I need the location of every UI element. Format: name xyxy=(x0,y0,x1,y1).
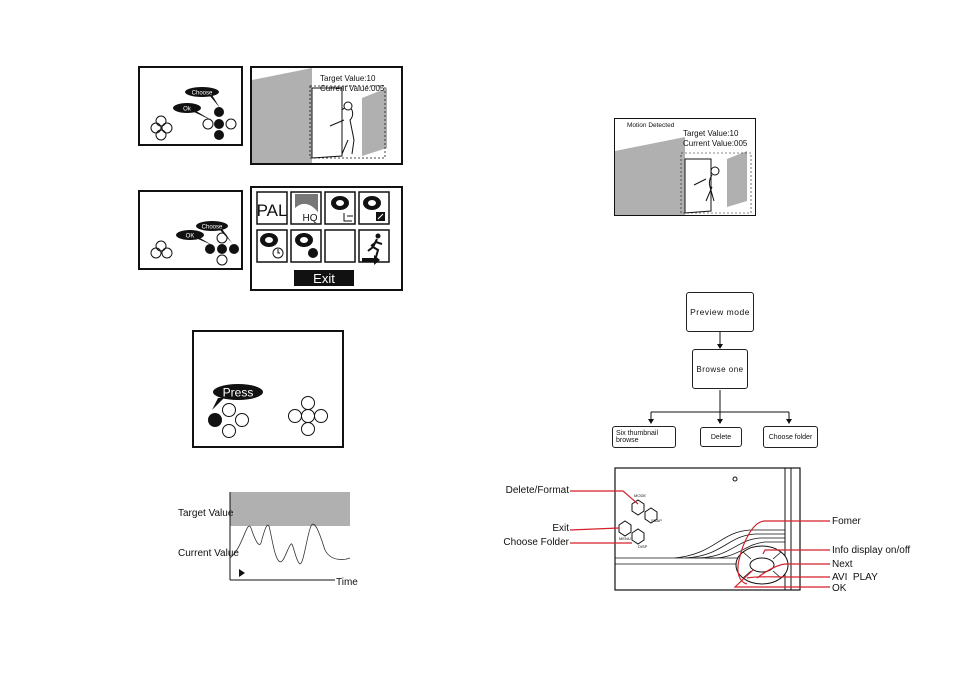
device-diagram: MODE SNAP MENU DISP Delete/Format Exit C… xyxy=(503,467,910,594)
door-scene-illustration: Target Value:10 Current Value:005 xyxy=(252,68,387,163)
delete-label: Delete xyxy=(710,433,732,441)
choose-folder-button-label: Choose Folder xyxy=(503,537,569,548)
ok-button[interactable] xyxy=(749,557,775,573)
snap-label: SNAP xyxy=(651,518,662,523)
motion-detected-view: Motion Detected Target Value:10 Current … xyxy=(614,118,756,216)
settings-menu-panel: PAL HQ xyxy=(250,186,403,291)
browse-one-node: Browse one xyxy=(692,349,748,389)
exit-button-label: Exit xyxy=(552,523,569,534)
current-value-text: Current Value:005 xyxy=(320,84,385,93)
pal-label: PAL xyxy=(257,201,288,220)
blank-tile[interactable] xyxy=(324,229,356,263)
press-callout: Press xyxy=(223,386,254,400)
camera-timer-icon xyxy=(260,233,284,259)
snap-button[interactable] xyxy=(644,507,658,524)
motion-detected-status: Motion Detected xyxy=(627,122,675,129)
button-cluster-diagram-2: Choose OK xyxy=(150,221,239,266)
mode-button[interactable] xyxy=(631,499,645,516)
disp-label: DISP xyxy=(638,544,648,549)
ok-label: OK xyxy=(832,583,847,594)
menu-label: MENU xyxy=(619,536,631,541)
choose-ok-panel-2: Choose OK xyxy=(138,190,243,270)
press-button-diagram: Press xyxy=(208,384,328,438)
value-graph: Target Value Current Value Time xyxy=(175,488,365,593)
mode-label: MODE xyxy=(634,493,646,498)
choose-callout: Choose xyxy=(192,91,213,97)
play-icon xyxy=(239,569,245,577)
exit-button[interactable] xyxy=(294,270,354,286)
quality-icon xyxy=(295,194,318,212)
browse-one-label: Browse one xyxy=(696,364,744,374)
target-value-axis-label: Target Value xyxy=(178,508,234,519)
info-display-label: Info display on/off xyxy=(832,545,910,556)
disp-button[interactable] xyxy=(631,528,645,545)
six-thumbnail-node: Six thumbnail browse xyxy=(612,426,676,448)
current-value-axis-label: Current Value xyxy=(178,548,239,559)
ok-callout-2: OK xyxy=(186,234,195,240)
next-label: Next xyxy=(832,559,853,570)
choose-callout-2: Choose xyxy=(202,225,223,231)
preview-mode-label: Preview mode xyxy=(690,307,750,317)
camera-exposure-icon xyxy=(363,196,385,221)
motion-scene-panel: Target Value:10 Current Value:005 xyxy=(250,66,403,165)
running-man-exit-icon xyxy=(362,233,383,265)
menu-button[interactable] xyxy=(618,520,632,537)
ok-callout: Ok xyxy=(183,107,192,113)
choose-folder-node: Choose folder xyxy=(763,426,818,448)
camera-sensitivity-icon xyxy=(295,233,318,258)
motion-detected-illustration: Motion Detected Target Value:10 Current … xyxy=(615,122,752,215)
flowchart-connectors xyxy=(648,332,792,424)
pal-tile[interactable] xyxy=(256,191,288,225)
time-axis-label: Time xyxy=(336,577,358,588)
target-value-text-2: Target Value:10 xyxy=(683,129,739,138)
avi-play-label: AVI PLAY xyxy=(832,572,878,583)
settings-menu-grid: PAL HQ xyxy=(256,191,390,286)
current-value-curve xyxy=(229,523,351,565)
current-value-text-2: Current Value:005 xyxy=(683,139,748,148)
delete-node: Delete xyxy=(700,427,742,447)
power-led-icon xyxy=(732,476,738,482)
former-label: Fomer xyxy=(832,516,862,527)
press-panel: Press xyxy=(192,330,344,448)
choose-ok-panel: Choose Ok xyxy=(138,66,243,146)
preview-mode-node: Preview mode xyxy=(686,292,754,332)
value-graph-svg: Target Value Current Value Time xyxy=(178,492,358,588)
exit-label: Exit xyxy=(313,271,335,286)
camera-crop-icon xyxy=(331,196,353,222)
button-cluster-diagram: Choose Ok xyxy=(150,87,237,141)
choose-folder-label: Choose folder xyxy=(768,433,813,441)
target-value-text: Target Value:10 xyxy=(320,74,376,83)
hq-label: HQ xyxy=(303,213,318,224)
delete-format-label: Delete/Format xyxy=(506,485,570,496)
six-thumbnail-label: Six thumbnail browse xyxy=(616,430,659,444)
